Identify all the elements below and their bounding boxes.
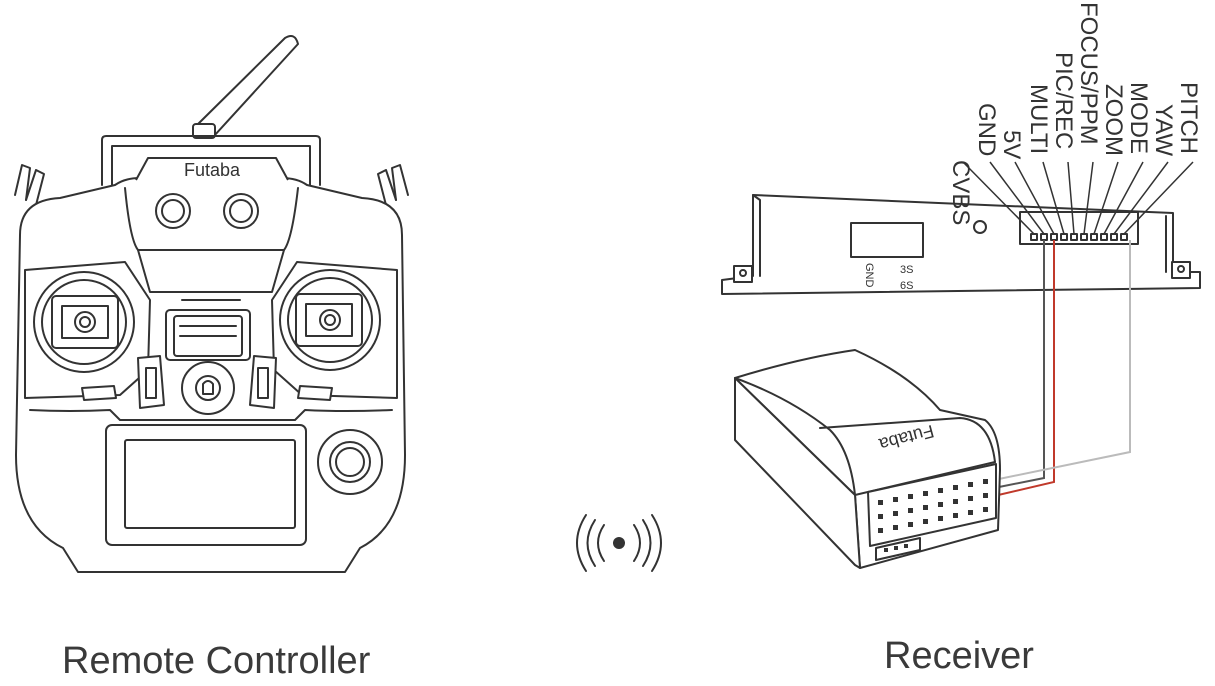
pin-label-pic-rec: PIC/REC bbox=[1050, 52, 1077, 149]
gnd-silk-label: GND bbox=[863, 263, 875, 288]
controller-brand-label: Futaba bbox=[184, 160, 241, 180]
pin-label-yaw: YAW bbox=[1150, 104, 1177, 156]
left-stick-gimbal bbox=[24, 261, 151, 399]
carry-handle bbox=[101, 135, 321, 186]
pin-header bbox=[1019, 211, 1139, 245]
wireless-signal-icon bbox=[576, 514, 662, 572]
antenna bbox=[192, 35, 299, 139]
gimbal-control-board: 3S 6S GND bbox=[721, 2, 1202, 295]
receiver-connector bbox=[867, 463, 997, 547]
connection-wires bbox=[993, 240, 1131, 497]
voltage-switch bbox=[850, 222, 924, 258]
pin-label-multi: MULTI bbox=[1025, 84, 1052, 154]
center-button bbox=[165, 309, 251, 361]
top-knobs bbox=[155, 193, 259, 229]
pin-label-5v: 5V bbox=[998, 130, 1025, 159]
receiver-caption: Receiver bbox=[884, 635, 1034, 677]
pin-label-zoom: ZOOM bbox=[1100, 84, 1127, 156]
pin-label-pitch: PITCH bbox=[1175, 82, 1202, 154]
right-stick-gimbal bbox=[271, 261, 398, 399]
remote-controller: Futaba bbox=[14, 35, 409, 573]
pin-label-mode: MODE bbox=[1125, 82, 1152, 154]
jog-dial bbox=[317, 429, 383, 495]
signal-wire bbox=[993, 240, 1055, 497]
pin-leader-lines bbox=[962, 161, 1194, 235]
pin-labels: CVBS GND 5V MULTI PIC/REC FOCUS/PPM ZOOM… bbox=[947, 2, 1202, 225]
receiver: Futaba bbox=[734, 349, 1001, 569]
gnd-wire bbox=[993, 240, 1045, 489]
pin-label-focus-ppm: FOCUS/PPM bbox=[1075, 2, 1102, 145]
pin-label-gnd: GND bbox=[973, 103, 1000, 156]
white-wire bbox=[993, 240, 1131, 481]
switch-label-3s: 3S bbox=[900, 264, 913, 276]
center-dial bbox=[181, 361, 235, 415]
remote-controller-caption: Remote Controller bbox=[62, 640, 371, 682]
switch-label-6s: 6S bbox=[900, 280, 913, 292]
pin-label-cvbs: CVBS bbox=[947, 160, 974, 225]
